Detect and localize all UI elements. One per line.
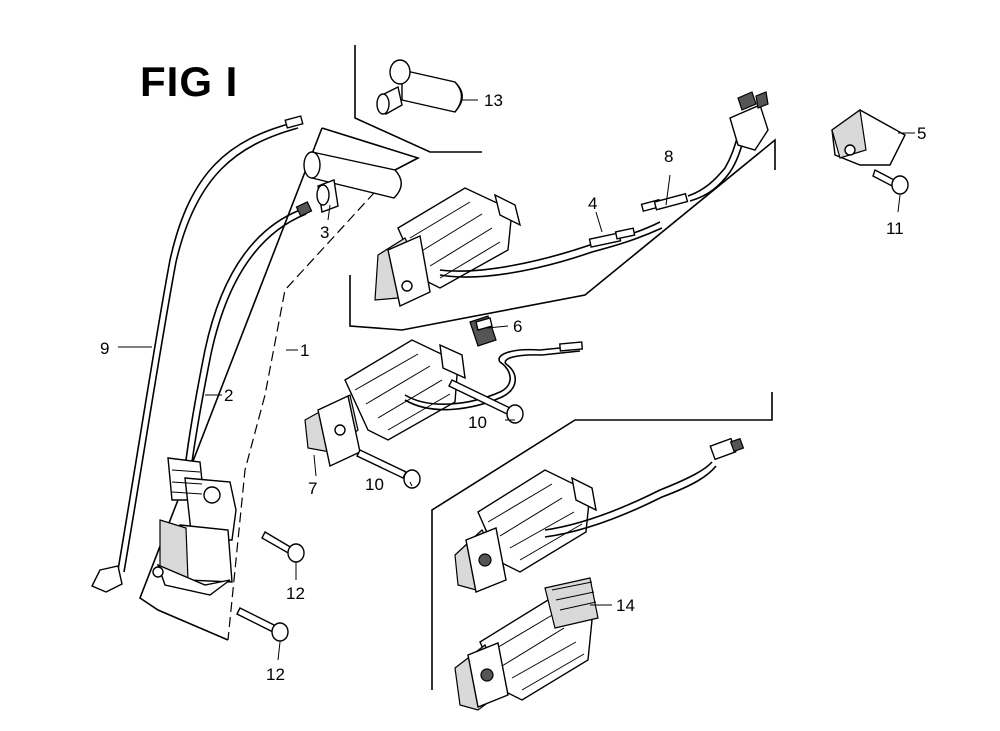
callout-4: 4 — [588, 194, 598, 213]
frame-ignition-group — [139, 127, 421, 641]
high-tension-cord-2 — [185, 201, 313, 463]
callout-6: 6 — [513, 317, 523, 336]
callout-9: 9 — [100, 339, 110, 358]
callout-5: 5 — [917, 124, 927, 143]
connector-wire-8 — [640, 91, 769, 213]
callout-1: 1 — [300, 341, 310, 360]
callout-14: 14 — [616, 596, 635, 615]
exciter-coil-7 — [304, 339, 466, 468]
charge-coil-14 — [454, 577, 599, 711]
callout-13: 13 — [484, 91, 503, 110]
callout-10-lower: 10 — [365, 475, 384, 494]
exciter-wire-4 — [439, 221, 663, 278]
bolt-11 — [872, 168, 909, 195]
frame-charge-group — [431, 392, 773, 690]
callout-7: 7 — [308, 479, 318, 498]
exciter-coil-upper — [374, 187, 522, 308]
leader-lines — [118, 99, 915, 661]
bolt-10-upper — [448, 379, 524, 424]
callout-10-upper: 10 — [468, 413, 487, 432]
spark-plug-cap-13 — [376, 59, 463, 116]
callout-8: 8 — [664, 147, 674, 166]
callout-2: 2 — [224, 386, 234, 405]
frame-exciter-group — [349, 138, 776, 331]
bolt-10-lower — [356, 449, 421, 489]
coil-wire-7 — [404, 341, 584, 411]
callout-11: 11 — [886, 219, 904, 238]
callout-12-lower: 12 — [266, 665, 285, 684]
frame-plug-cap-group — [354, 45, 482, 153]
callout-3: 3 — [320, 223, 330, 242]
stay-bracket-5 — [831, 108, 906, 166]
spark-plug-cap-3 — [303, 151, 402, 213]
connector-6 — [469, 315, 497, 347]
figure-title: FIG I — [140, 58, 239, 105]
charge-coil-wire — [544, 437, 745, 538]
bolt-12-upper — [261, 531, 305, 563]
bolt-12-lower — [236, 607, 289, 642]
ground-wire-9 — [91, 115, 304, 593]
charge-coil-upper — [454, 469, 597, 593]
ignition-coil-1 — [152, 457, 237, 596]
callout-12-upper: 12 — [286, 584, 305, 603]
